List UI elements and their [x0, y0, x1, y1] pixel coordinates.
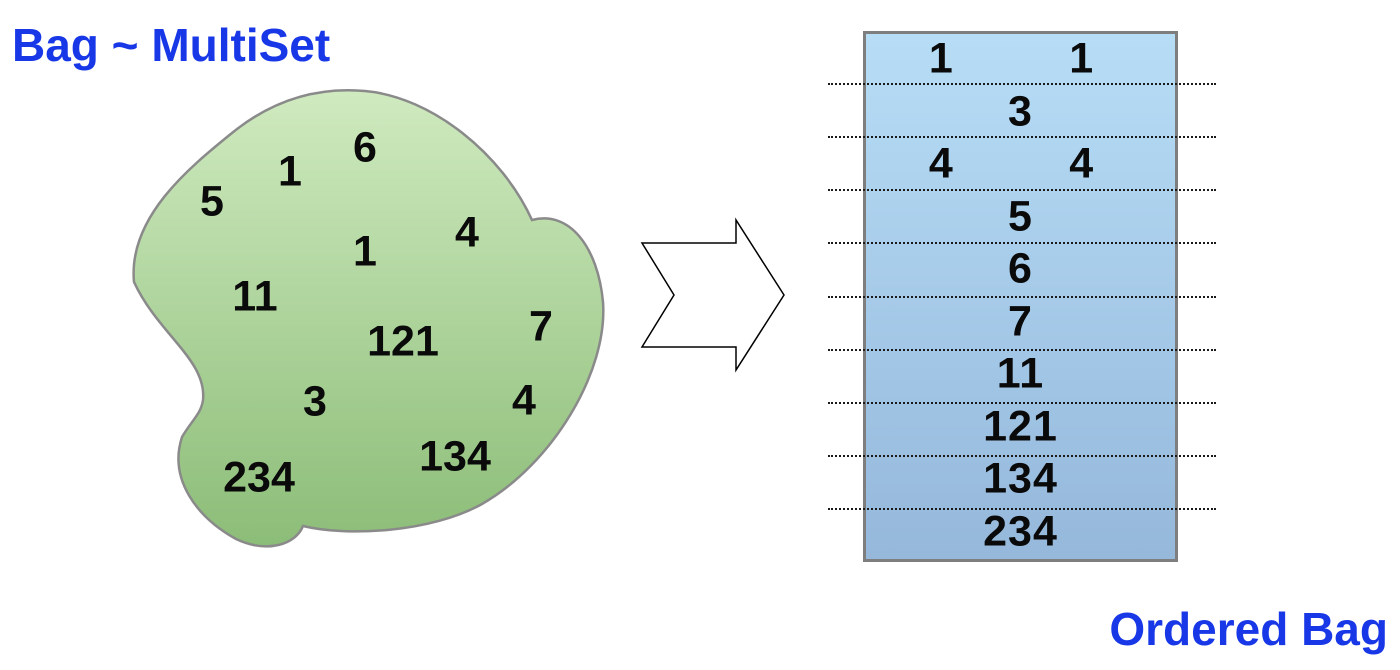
ordered-bag-value: 3: [1008, 87, 1033, 136]
bag-item: 121: [367, 317, 439, 366]
bag-item: 234: [223, 453, 295, 502]
bag-multiset-title: Bag ~ MultiSet: [12, 19, 331, 71]
bag-item: 134: [419, 432, 491, 481]
ordered-bag-row: 234: [866, 507, 1175, 560]
row-separator: [828, 295, 1216, 298]
row-separator: [828, 136, 1216, 139]
ordered-bag-title: Ordered Bag: [1109, 603, 1388, 655]
row-separator: [828, 242, 1216, 245]
bag-item: 3: [303, 377, 327, 426]
ordered-bag-value: 1: [1069, 34, 1095, 83]
ordered-bag-value: 1: [928, 34, 954, 83]
ordered-bag-row: 11: [866, 349, 1175, 402]
bag-item: 1: [353, 227, 377, 276]
ordered-bag-value: 7: [1008, 297, 1033, 346]
row-separator: [828, 454, 1216, 457]
bag-item: 11: [232, 272, 278, 321]
bag-item: 7: [529, 302, 553, 351]
bag-item: 4: [455, 208, 479, 257]
row-separator: [828, 401, 1216, 404]
row-separator: [828, 189, 1216, 192]
ordered-bag-row: 5: [866, 192, 1175, 245]
bag-item: 4: [512, 376, 536, 425]
bag-blob-shape: [132, 89, 605, 548]
ordered-bag-value: 4: [1069, 139, 1095, 188]
bag-item: 6: [353, 123, 377, 172]
ordered-bag-value: 4: [928, 139, 954, 188]
row-separator: [828, 507, 1216, 510]
row-separator: [828, 348, 1216, 351]
ordered-bag-value: 5: [1008, 192, 1033, 241]
ordered-bag-row: 3: [866, 87, 1175, 140]
ordered-bag-row: 121: [866, 402, 1175, 455]
ordered-bag-value: 234: [983, 507, 1058, 556]
ordered-bag-row: 134: [866, 454, 1175, 507]
ordered-bag-value: 11: [996, 349, 1045, 398]
ordered-bag-row: 6: [866, 244, 1175, 297]
ordered-bag-value: 6: [1008, 244, 1033, 293]
row-separator: [828, 83, 1216, 86]
ordered-bag-value: 134: [983, 454, 1058, 503]
ordered-bag-row: 7: [866, 297, 1175, 350]
bag-item: 1: [278, 147, 302, 196]
bag-item: 5: [200, 177, 224, 226]
ordered-bag-value: 121: [983, 402, 1058, 451]
right-arrow-icon: [635, 210, 791, 380]
